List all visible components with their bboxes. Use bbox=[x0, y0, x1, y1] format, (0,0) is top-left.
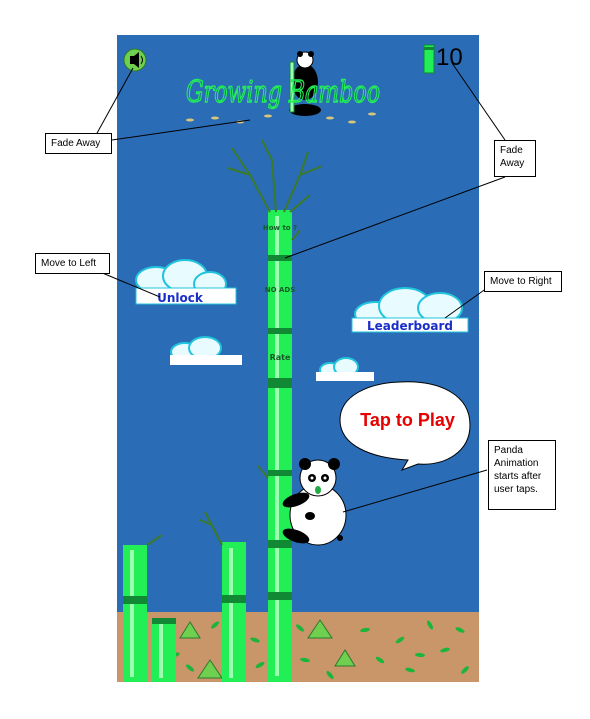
unlock-button[interactable]: Unlock bbox=[157, 291, 204, 305]
annotation-fade-away-title: Fade Away bbox=[45, 133, 112, 154]
annotation-move-right: Move to Right bbox=[484, 271, 562, 292]
bamboo-score-icon bbox=[423, 44, 435, 74]
cloud-unlock[interactable] bbox=[135, 259, 237, 305]
sound-button[interactable] bbox=[123, 48, 147, 72]
bamboo-branches bbox=[227, 139, 323, 479]
annotation-lines bbox=[95, 62, 506, 513]
how-to-button[interactable]: How to ? bbox=[263, 224, 297, 232]
bamboo-stalk-main bbox=[268, 210, 292, 682]
speaker-icon bbox=[130, 52, 143, 68]
annotation-panda-animation: Panda Animation starts after user taps. bbox=[488, 440, 556, 510]
title-decor bbox=[186, 112, 376, 124]
annotation-fade-away-buttons: Fade Away bbox=[494, 140, 536, 177]
game-title: Growing Bamboo bbox=[186, 75, 380, 110]
score-counter: 10 bbox=[436, 44, 463, 71]
ground bbox=[117, 612, 479, 682]
cloud-leaderboard[interactable] bbox=[351, 287, 469, 333]
bamboo-stalk-short bbox=[123, 511, 246, 682]
title-panda-icon bbox=[289, 51, 321, 116]
zongzi-icon bbox=[179, 619, 356, 679]
leaderboard-button[interactable]: Leaderboard bbox=[367, 319, 453, 333]
cloud-decor bbox=[170, 336, 374, 381]
tap-to-play-bubble[interactable] bbox=[339, 381, 471, 471]
ground-leaves bbox=[130, 620, 469, 680]
rate-button[interactable]: Rate bbox=[270, 353, 291, 362]
annotation-move-left: Move to Left bbox=[35, 253, 110, 274]
no-ads-button[interactable]: NO ADS bbox=[265, 286, 296, 294]
tap-to-play-text[interactable]: Tap to Play bbox=[360, 410, 455, 430]
panda-character[interactable] bbox=[281, 458, 347, 546]
